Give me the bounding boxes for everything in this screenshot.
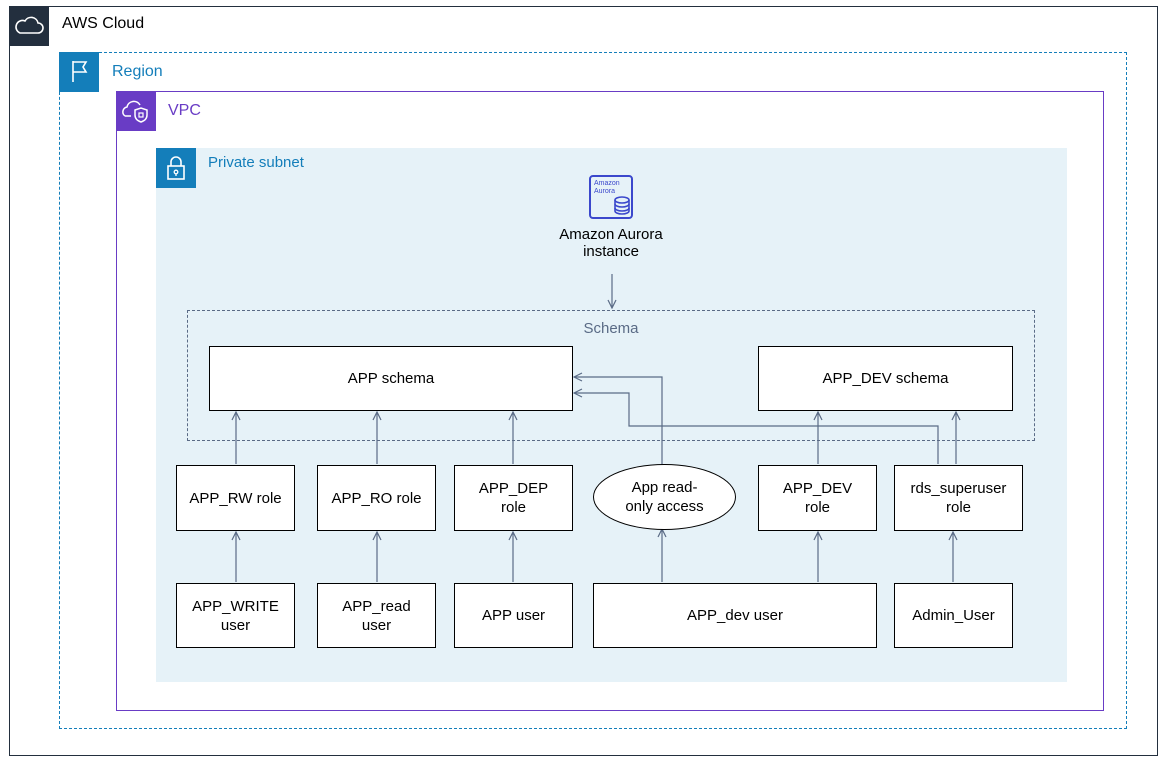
schema-label: Schema (583, 320, 639, 337)
aws-cloud-label: AWS Cloud (62, 15, 145, 32)
region-container (59, 52, 1127, 729)
amazon-aurora-icon: Amazon Aurora (588, 174, 634, 220)
app-dev-user-label: APP_dev user (687, 607, 783, 624)
rds-superuser-role-label-2: role (945, 499, 971, 516)
cloud-icon (15, 16, 44, 34)
app-schema-box: APP schema (209, 346, 573, 411)
aurora-label-line-2: instance (583, 243, 639, 260)
app-dev-role-label-1: APP_DEV (782, 480, 853, 497)
aurora-icon-text-1: Amazon (594, 180, 620, 187)
vpc-cloud-shield-icon (122, 100, 148, 123)
vpc-badge (116, 91, 156, 131)
private-subnet-badge (156, 148, 196, 188)
aws-cloud-badge (9, 6, 49, 46)
app-schema-label: APP schema (347, 370, 435, 387)
app-ro-role-label: APP_RO role (331, 489, 422, 507)
rds-superuser-role-box: rds_superuser role (894, 465, 1023, 531)
app-ro-role-box: APP_RO role (317, 465, 436, 531)
lock-icon (167, 156, 185, 180)
app-user-label: APP user (481, 607, 546, 624)
rds-superuser-role-label-1: rds_superuser (910, 480, 1007, 497)
app-dev-user-box: APP_dev user (593, 583, 877, 648)
aurora-instance-label: Amazon Aurora instance (540, 226, 682, 260)
app-dev-role-box: APP_DEV role (758, 465, 877, 531)
vpc-container (116, 91, 1104, 711)
aurora-icon-text-2: Aurora (594, 188, 615, 195)
app-rw-role-box: APP_RW role (176, 465, 295, 531)
app-readonly-label-1: App read- (631, 479, 698, 496)
region-label: Region (112, 63, 163, 80)
arrow-superuser-to-app-schema (574, 393, 939, 464)
schema-group (187, 310, 1035, 441)
app-readonly-label-2: only access (625, 498, 704, 515)
app-readonly-access-ellipse: App read- only access (593, 464, 736, 530)
app-dep-role-label-1: APP_DEP (478, 480, 549, 497)
app-dep-role-box: APP_DEP role (454, 465, 573, 531)
flag-icon (72, 61, 88, 82)
app-write-user-box: APP_WRITE user (176, 583, 295, 648)
app-rw-role-label: APP_RW role (189, 489, 282, 507)
app-dep-role-label-2: role (500, 499, 526, 516)
aurora-label-line-1: Amazon Aurora (559, 226, 663, 243)
admin-user-label: Admin_User (912, 607, 995, 624)
region-badge (59, 52, 99, 92)
private-subnet-label: Private subnet (208, 154, 304, 171)
app-write-user-label-1: APP_WRITE (192, 597, 279, 615)
app-user-box: APP user (454, 583, 573, 648)
app-dev-role-label-2: role (804, 499, 830, 516)
vpc-label: VPC (168, 102, 201, 119)
app-write-user-label-2: user (220, 616, 251, 634)
app-read-user-box: APP_read user (317, 583, 436, 648)
admin-user-box: Admin_User (894, 583, 1013, 648)
app-dev-schema-label: APP_DEV schema (822, 370, 949, 387)
aws-cloud-container (9, 6, 1158, 756)
app-read-user-label-2: user (361, 616, 392, 634)
arrow-readonly-to-app-schema (574, 377, 663, 464)
app-dev-schema-box: APP_DEV schema (758, 346, 1013, 411)
app-read-user-label-1: APP_read (342, 597, 411, 615)
